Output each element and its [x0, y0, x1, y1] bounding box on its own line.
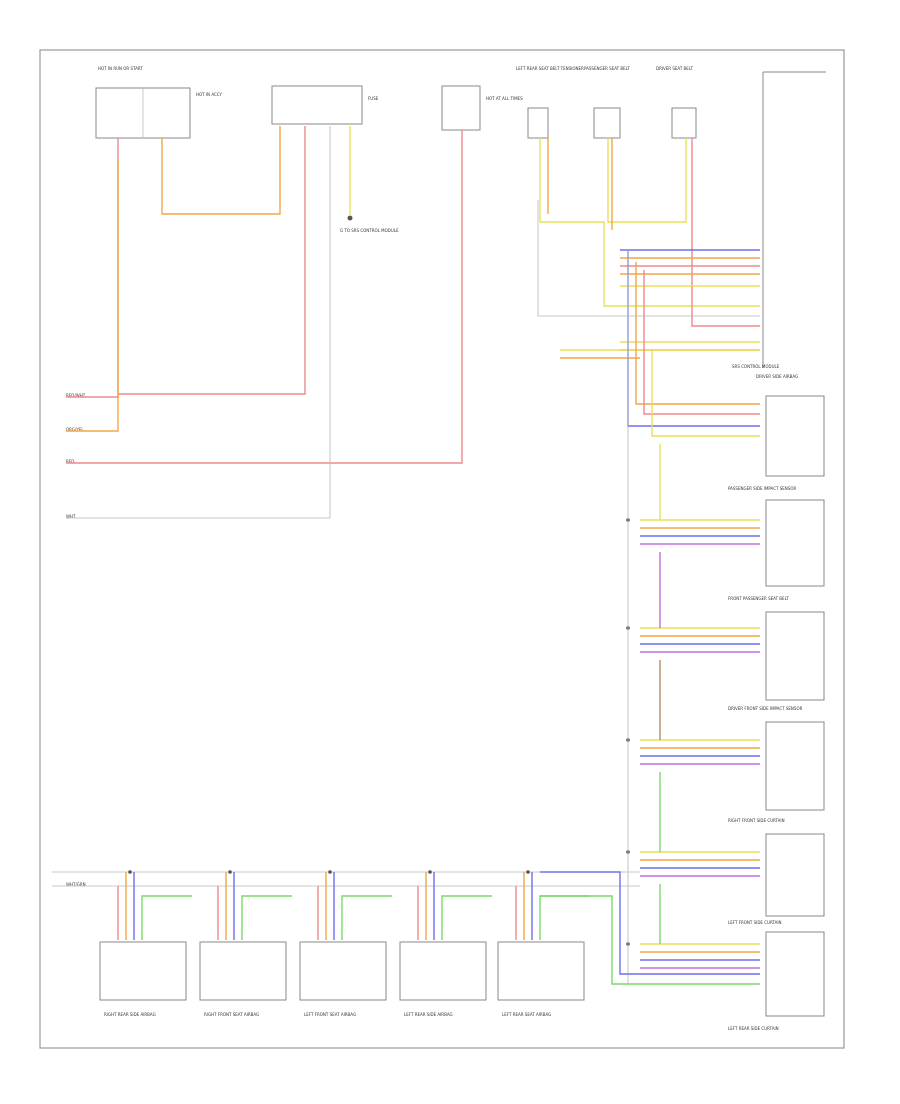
wire-26: [651, 350, 760, 437]
right-module-box-5: [765, 833, 825, 917]
splice-label: G TO SRS CONTROL MODULE: [340, 228, 399, 233]
right-module-label-4: DRIVER FRONT SIDE IMPACT SENSOR: [728, 706, 803, 711]
splice-dot: [228, 870, 232, 874]
bottom-module-label-1: RIGHT REAR SIDE AIRBAG: [104, 1012, 156, 1017]
wire-10: [607, 138, 687, 223]
hot-in-accy-label: HOT IN ACCY: [196, 92, 222, 97]
bottom-module-box-4: [399, 941, 487, 1001]
right-module-box-2: [765, 499, 825, 587]
wire-24: [635, 262, 760, 405]
right-module-label-6: LEFT FRONT SIDE CURTAIN: [728, 920, 781, 925]
wire-12: [537, 200, 760, 317]
wire-5: [66, 130, 463, 464]
wire-25: [643, 270, 760, 415]
wire-4: [66, 160, 119, 432]
splice-dot: [526, 870, 530, 874]
bottom-module-group: RIGHT REAR SIDE AIRBAG RIGHT FRONT SEAT …: [99, 941, 585, 1017]
right-module-label-1: DRIVER SIDE AIRBAG: [756, 374, 798, 379]
top-left-component-group: HOT IN RUN OR START HOT IN ACCY FUSE HOT…: [95, 66, 523, 139]
sensor-box-3: [671, 107, 697, 139]
right-module-label-7: LEFT REAR SIDE CURTAIN: [728, 1026, 779, 1031]
wire-75: [540, 895, 760, 985]
hot-at-all-times-box: [441, 85, 481, 131]
wire-8: [539, 138, 760, 307]
wire-23: [627, 250, 760, 427]
splice-dot: [328, 870, 332, 874]
right-module-group: DRIVER SIDE AIRBAG PASSENGER SIDE IMPACT…: [728, 374, 825, 1031]
wire-3: [118, 126, 306, 395]
wire-layer: [52, 126, 760, 985]
wire-1: [66, 138, 119, 398]
wire-2: [161, 126, 281, 215]
left-feed-label-4: WHT: [66, 514, 76, 519]
bottom-module-box-5: [497, 941, 585, 1001]
ground-bus-label: WHT/GRN: [66, 882, 86, 887]
wire-6: [66, 126, 331, 519]
right-module-label-2: PASSENGER SIDE IMPACT SENSOR: [728, 486, 796, 491]
bottom-module-label-2: RIGHT FRONT SEAT AIRBAG: [204, 1012, 259, 1017]
sensor-label-1: LEFT REAR SEAT BELT TENSIONER: [516, 66, 584, 71]
diagram-frame: [39, 49, 845, 1049]
wire-74: [539, 895, 590, 940]
right-module-label-5: RIGHT FRONT SIDE CURTAIN: [728, 818, 785, 823]
wire-62: [241, 895, 292, 940]
right-module-box-1: [765, 395, 825, 477]
sensor-label-3: DRIVER SEAT BELT: [656, 66, 694, 71]
bottom-module-box-1: [99, 941, 187, 1001]
wire-13: [691, 138, 760, 327]
bottom-module-label-4: LEFT REAR SIDE AIRBAG: [404, 1012, 453, 1017]
splice-dot: [428, 870, 432, 874]
wire-58: [141, 895, 192, 940]
bottom-module-label-3: LEFT FRONT SEAT AIRBAG: [304, 1012, 356, 1017]
srs-connector: SRS CONTROL MODULE: [732, 71, 826, 369]
sensor-box-1: [527, 107, 549, 139]
wire-70: [441, 895, 492, 940]
bottom-module-box-3: [299, 941, 387, 1001]
ground-point: [347, 215, 353, 221]
sensor-label-2: PASSENGER SEAT BELT: [584, 66, 630, 71]
right-module-box-4: [765, 721, 825, 811]
srs-connector-label: SRS CONTROL MODULE: [732, 364, 780, 369]
splice-dot: [128, 870, 132, 874]
left-feed-label-1: RED/WHT: [66, 393, 86, 398]
left-feed-label-3: RED: [66, 459, 74, 464]
bottom-module-label-5: LEFT REAR SEAT AIRBAG: [502, 1012, 551, 1017]
wire-66: [341, 895, 392, 940]
sensor-box-2: [593, 107, 621, 139]
wire-76: [540, 871, 760, 975]
fuse-label: FUSE: [368, 96, 379, 101]
hot-in-run-label: HOT IN RUN OR START: [98, 66, 143, 71]
fuse-box: [271, 85, 363, 125]
hot-at-all-times-label: HOT AT ALL TIMES: [486, 96, 523, 101]
bottom-module-box-2: [199, 941, 287, 1001]
right-module-box-3: [765, 611, 825, 701]
right-module-label-3: FRONT PASSENGER SEAT BELT: [728, 596, 789, 601]
top-sensor-group: LEFT REAR SEAT BELT TENSIONER PASSENGER …: [516, 66, 697, 139]
left-feed-label-2: ORG/YEL: [66, 427, 84, 432]
right-module-box-6: [765, 931, 825, 1017]
